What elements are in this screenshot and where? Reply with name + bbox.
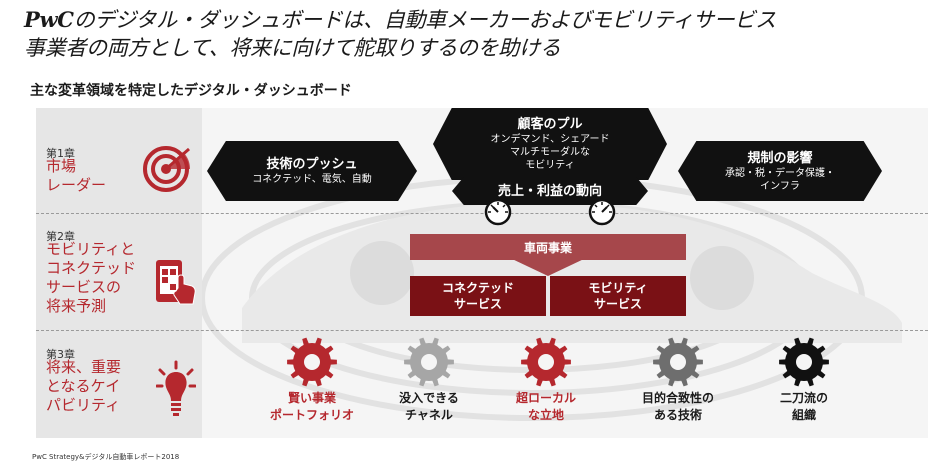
customer-pull-hexagon: 顧客のプル オンデマンド、シェアード マルチモーダルな モビリティ xyxy=(433,108,667,180)
capability-label-line: 目的合致性の xyxy=(641,391,714,405)
service-label-line: サービス xyxy=(593,297,642,311)
hexagon-heading: 売上・利益の動向 xyxy=(497,183,602,199)
capability-label: 没入できる チャネル xyxy=(369,390,489,424)
capability-label-line: 超ローカル xyxy=(515,391,576,405)
chapter-title-line: 将来、重要 xyxy=(46,358,122,376)
capability-label: 賢い事業 ポートフォリオ xyxy=(252,390,372,424)
chapter-title-line: レーダー xyxy=(46,176,107,194)
capability-label: 二刀流の 組織 xyxy=(744,390,864,424)
capability-label-line: 賢い事業 xyxy=(287,391,336,405)
hexagon-subtext: マルチモーダルな xyxy=(510,147,590,158)
chapter-title-line: コネクテッド xyxy=(46,259,137,277)
down-arrow-icon xyxy=(510,258,586,276)
revenue-profit-trend-hexagon: 売上・利益の動向 xyxy=(452,177,648,205)
headline: PwCのデジタル・ダッシュボードは、自動車メーカーおよびモビリティサービス 事業… xyxy=(24,6,924,62)
capability-label-line: ポートフォリオ xyxy=(269,408,354,422)
gear-hole xyxy=(304,354,320,370)
vehicle-business-bar: 車両事業 xyxy=(410,234,686,260)
gear-hole xyxy=(670,354,686,370)
headline-line-1-text: のデジタル・ダッシュボードは、自動車メーカーおよびモビリティサービス xyxy=(73,8,776,32)
capability-item xyxy=(286,336,338,392)
hexagon-subtext: オンデマンド、シェアード xyxy=(490,134,610,145)
mobility-services-box: モビリティ サービス xyxy=(550,276,686,316)
hexagon-subtext: 承認・税・データ保護・ xyxy=(725,167,835,179)
hexagon-heading: 技術のプッシュ xyxy=(266,157,358,172)
speedometer-icon xyxy=(484,198,512,226)
footer-source: PwC Strategy&デジタル自動車レポート2018 xyxy=(32,453,180,461)
gear-icon xyxy=(779,337,829,387)
hexagon-heading: 顧客のプル xyxy=(517,117,583,132)
headline-line-2: 事業者の両方として、将来に向けて舵取りするのを助ける xyxy=(24,36,561,60)
chapter-number: 第3章 xyxy=(46,348,75,361)
capabilities-row: 賢い事業 ポートフォリオ 没入できる チャネル 超ローカル な立地 目的合致性の… xyxy=(202,336,928,436)
service-label-line: モビリティ xyxy=(588,281,648,295)
gear-icon xyxy=(521,337,571,387)
chapter-title-line: パビリティ xyxy=(46,396,121,414)
capability-label-line: な立地 xyxy=(527,408,564,422)
chapter-number: 第1章 xyxy=(46,147,75,160)
capability-label-line: ある技術 xyxy=(653,408,702,422)
section-divider-1 xyxy=(36,213,928,214)
radar-target-icon xyxy=(143,146,191,192)
hexagon-subtext: モビリティ xyxy=(525,160,575,171)
chapter-3-number: 第3章 xyxy=(46,343,75,362)
gear-hole xyxy=(538,354,554,370)
chapter-title-line: 市場 xyxy=(46,157,77,175)
chapter-1-title: 市場 レーダー xyxy=(46,157,106,195)
capability-item xyxy=(403,336,455,392)
service-label-line: コネクテッド xyxy=(441,281,514,295)
capability-label-line: 組織 xyxy=(791,408,816,422)
smartphone-tap-icon xyxy=(156,260,196,305)
lightbulb-icon xyxy=(156,360,196,416)
capability-item xyxy=(520,336,572,392)
diagram-subtitle: 主な変革領域を特定したデジタル・ダッシュボード xyxy=(30,83,352,99)
capability-label: 目的合致性の ある技術 xyxy=(618,390,738,424)
chapter-1-number: 第1章 xyxy=(46,142,75,161)
capability-label: 超ローカル な立地 xyxy=(486,390,606,424)
brand-name: PwC xyxy=(24,7,74,32)
technology-push-hexagon: 技術のプッシュ コネクテッド、電気、自動 xyxy=(207,141,417,201)
capability-label-line: 没入できる xyxy=(399,391,459,405)
chapter-3-title: 将来、重要 となるケイ パビリティ xyxy=(46,358,121,415)
chapter-title-line: モビリティと xyxy=(46,240,136,258)
section-divider-2 xyxy=(36,330,928,331)
service-label-line: サービス xyxy=(453,297,502,311)
hexagon-subtext: インフラ xyxy=(760,180,800,192)
car-silhouette-background xyxy=(202,175,902,421)
hexagon-heading: 規制の影響 xyxy=(747,150,813,166)
chapter-2-title: モビリティと コネクテッド サービスの 将来予測 xyxy=(46,240,136,316)
chapter-title-line: 将来予測 xyxy=(46,297,107,315)
chapter-2-number: 第2章 xyxy=(46,225,75,244)
hexagon-subtext: コネクテッド、電気、自動 xyxy=(252,174,372,185)
chapter-title-line: となるケイ xyxy=(46,377,121,395)
regulation-impact-hexagon: 規制の影響 承認・税・データ保護・ インフラ xyxy=(678,141,882,201)
gear-icon xyxy=(287,337,337,387)
headline-line-1: PwCのデジタル・ダッシュボードは、自動車メーカーおよびモビリティサービス xyxy=(24,6,924,34)
speedometer-icon xyxy=(588,198,616,226)
chapter-number: 第2章 xyxy=(46,230,75,243)
gear-hole xyxy=(796,354,812,370)
capability-label-line: チャネル xyxy=(405,408,453,422)
capability-item xyxy=(652,336,704,392)
connected-services-box: コネクテッド サービス xyxy=(410,276,546,316)
capability-label-line: 二刀流の xyxy=(779,391,828,405)
vehicle-business-label: 車両事業 xyxy=(523,240,572,255)
capability-item xyxy=(778,336,830,392)
gear-icon xyxy=(653,337,703,387)
gear-hole xyxy=(421,354,437,370)
gear-icon xyxy=(404,337,454,387)
chapter-title-line: サービスの xyxy=(46,278,122,296)
